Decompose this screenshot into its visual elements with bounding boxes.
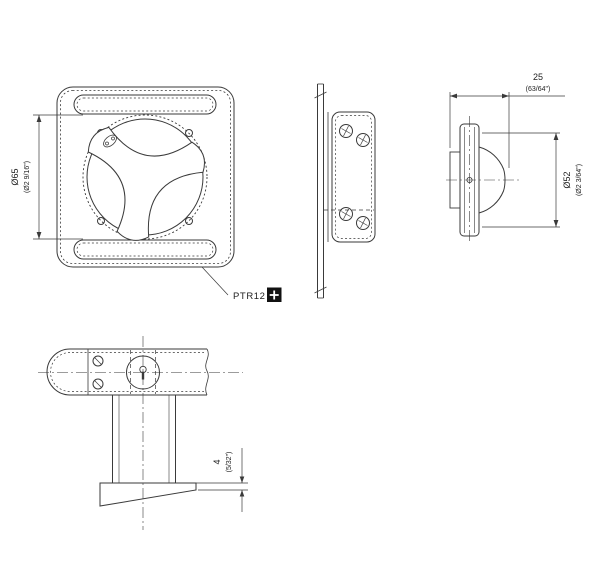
plus-badge[interactable] [267,287,282,303]
front-view [56,86,235,268]
dim4-arrow-down [239,476,245,483]
key-cylinder [126,355,160,390]
knob-logo-dot-1 [105,141,109,146]
front-slot-top [73,94,217,115]
dim52-label-mm: Ø52 [562,171,572,188]
front-hole-2 [185,129,193,137]
front-hole-4 [185,217,193,225]
dim4-label-mm: 4 [212,459,222,464]
profile-view [446,116,522,244]
dimension-depth [449,92,565,168]
dim52-arrow-bottom [553,220,559,227]
bottom-screw-1 [92,355,104,367]
knob-logo-dot-2 [111,136,115,141]
front-slot-bottom [73,239,217,260]
bottom-bracket-left-cap [46,348,71,396]
dim25-label-mm: 25 [533,72,543,82]
dimension-plate-thickness [196,448,248,512]
base-wedge-plate [99,482,197,507]
side-screw-1 [339,124,353,138]
front-hole-3 [97,217,105,225]
front-slot-top-texture [76,97,214,112]
dim52-arrow-top [553,133,559,140]
dim65-arrow-top [36,115,42,122]
product-leader-line [201,266,229,296]
dim65-label-inch: (Ø2 9/16") [24,161,31,193]
side-bracket-outline [331,111,376,243]
front-plate-texture [60,90,231,264]
plus-icon [269,290,279,300]
dim65-arrow-bottom [36,232,42,239]
dim25-arrow-right [502,93,509,99]
dim4-label-inch: (5/32") [226,452,233,473]
side-screw-4 [356,216,370,230]
side-screw-3 [339,207,353,221]
bottom-bracket-break [205,348,209,396]
turn-knob [87,126,205,241]
front-plate-outline [56,86,235,268]
dim52-label-inch: (Ø2 3/64") [576,164,583,196]
side-view [314,83,376,299]
dim65-label-mm: Ø65 [10,168,20,185]
dimension-side-diameter [482,132,560,228]
product-code-label: PTR12 [233,291,266,302]
bottom-texture-cap [50,352,71,392]
front-slot-bottom-texture [76,242,214,257]
dim25-label-inch: (63/64") [526,86,551,93]
dim4-arrow-up [239,490,245,497]
knob-profile [478,146,506,214]
side-screw-2 [356,133,370,147]
rose-center-screw [466,176,473,183]
dim25-arrow-left [450,93,457,99]
panel-break-bottom [314,286,327,294]
dimension-front-diameter [33,114,83,240]
bottom-screw-2 [92,378,104,390]
knob-logo-oval [103,134,117,148]
panel-break-top [314,91,327,99]
side-bracket-texture [335,115,372,239]
bottom-view [38,336,243,530]
